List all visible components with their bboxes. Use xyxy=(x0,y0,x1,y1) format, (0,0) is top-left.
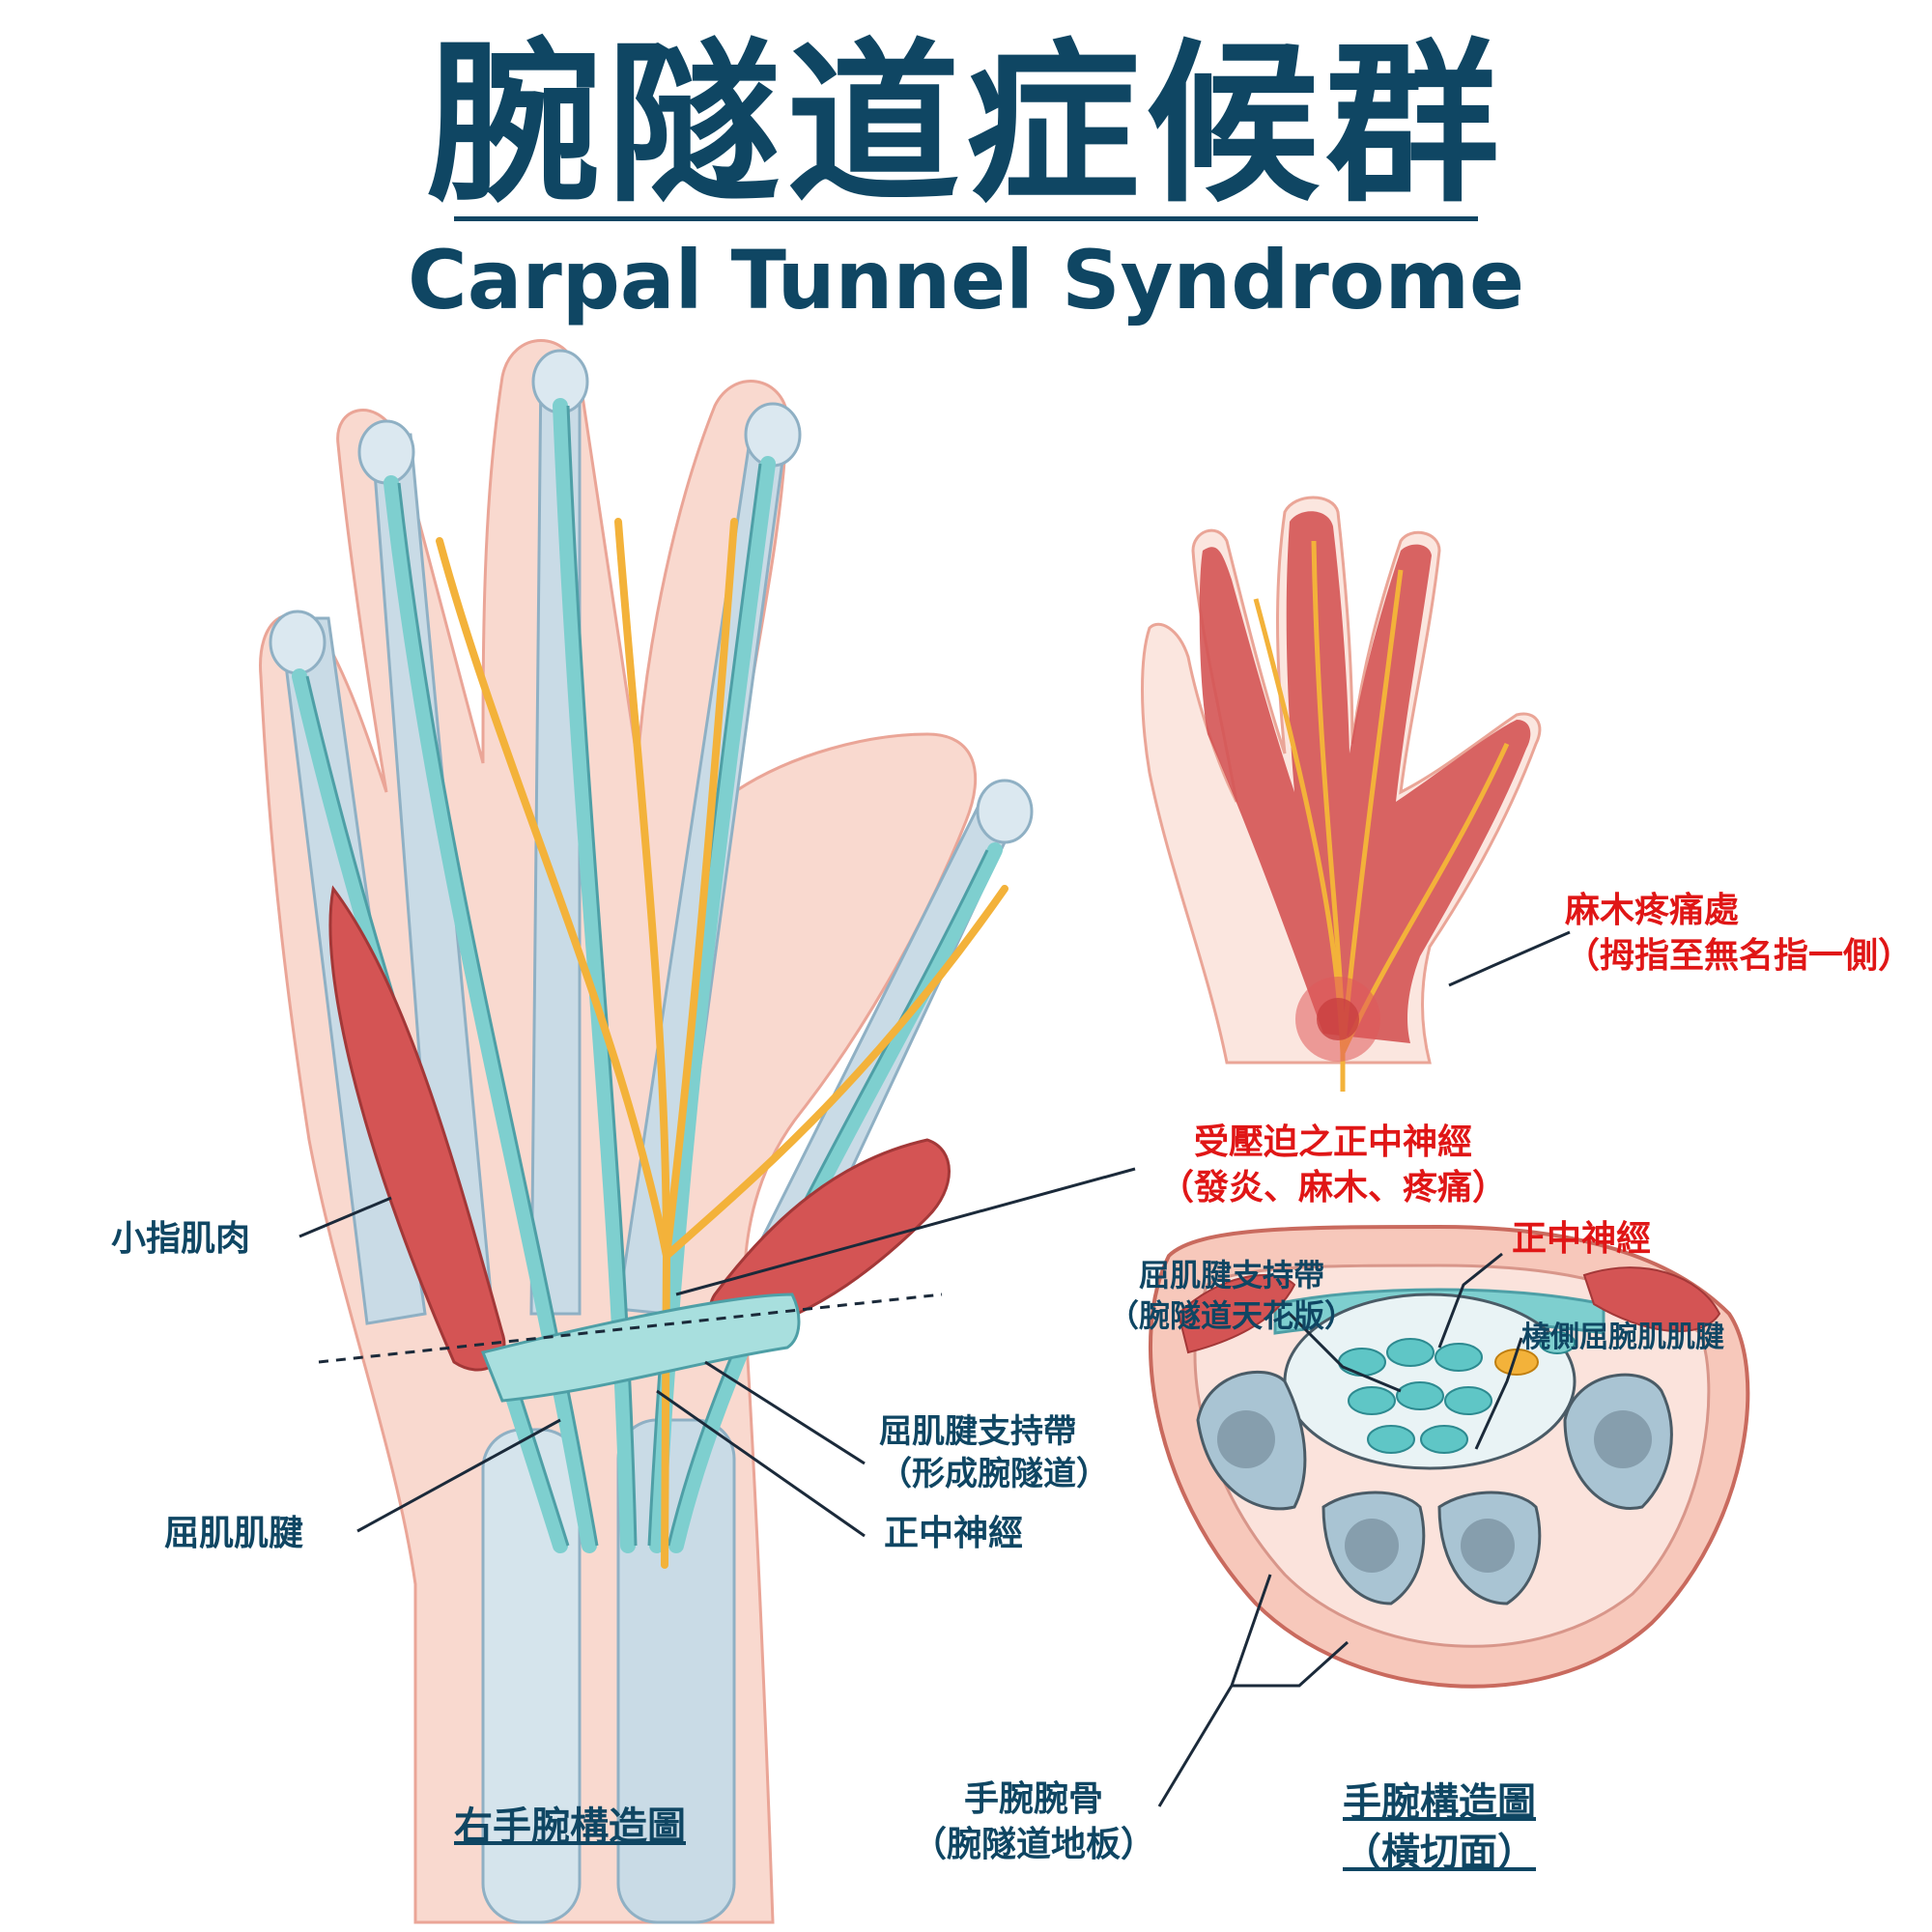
caption-right-wrist: 右手腕構造圖 xyxy=(454,1804,686,1849)
fingertip-ring xyxy=(357,419,415,485)
section-radial-flexor xyxy=(1539,1331,1576,1354)
label-numbness-area: 麻木疼痛處 （拇指至無名指一側） xyxy=(1565,891,1914,976)
cross-section-illustration xyxy=(1149,1224,1750,1689)
radius-bone xyxy=(616,1418,736,1924)
hand-illustration xyxy=(259,339,1034,1924)
label-carpal-bones: 手腕腕骨 （腕隧道地板） xyxy=(911,1779,1155,1864)
nerve-branch-middle xyxy=(614,518,670,1260)
numbness-hand-illustration xyxy=(1141,496,1542,1092)
numbness-area xyxy=(1199,511,1531,1043)
nerve-branch-index xyxy=(663,518,738,1260)
label-retinaculum-ceiling: 屈肌腱支持帶 （腕隧道天花版） xyxy=(1107,1257,1355,1334)
flexor-retinaculum xyxy=(480,1293,801,1403)
label-little-finger-muscle: 小指肌肉 xyxy=(111,1219,251,1259)
title-underline xyxy=(454,216,1478,221)
caption-cross-section: 手腕構造圖 （橫切面） xyxy=(1343,1780,1536,1875)
label-radial-flexor-tendon: 橈側屈腕肌肌腱 xyxy=(1521,1321,1724,1354)
fingertip-index xyxy=(744,402,802,468)
fingertip-thumb xyxy=(976,779,1034,844)
page-subtitle: Carpal Tunnel Syndrome xyxy=(408,233,1524,327)
section-muscle-left xyxy=(1177,1274,1296,1354)
cross-section-line xyxy=(318,1293,943,1364)
label-retinaculum-tunnel: 屈肌腱支持帶 （形成腕隧道） xyxy=(879,1412,1109,1494)
label-flexor-tendon: 屈肌肌腱 xyxy=(164,1514,304,1553)
nerve-branch-ring xyxy=(436,537,670,1260)
fingertip-little xyxy=(269,610,327,675)
nerve-branch-thumb xyxy=(663,885,1009,1260)
label-median-nerve: 正中神經 xyxy=(884,1514,1024,1553)
leader-lines xyxy=(298,930,1571,1807)
label-compressed-nerve: 受壓迫之正中神經 （發炎、麻木、疼痛） xyxy=(1158,1122,1507,1208)
page-title: 腕隧道症候群 xyxy=(426,24,1505,226)
section-muscle-right xyxy=(1582,1266,1721,1333)
label-median-nerve-highlight: 正中神經 xyxy=(1512,1219,1652,1259)
median-nerve-trunk xyxy=(661,1252,670,1569)
